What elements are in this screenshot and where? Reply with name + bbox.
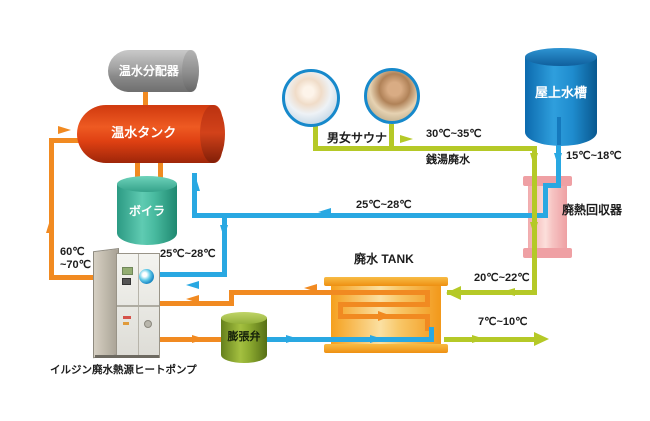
flow-arrow-branch-down — [220, 225, 228, 238]
expansion-valve-label: 膨張弁 — [227, 331, 261, 343]
sauna-label: 男女サウナ — [327, 131, 388, 145]
flow-arrow-to-coil-1 — [286, 335, 299, 343]
coil-vertical-left — [338, 302, 343, 319]
pipe-valve-to-coil — [258, 337, 434, 342]
bath-waste-water-label: 銭湯廃水 — [426, 154, 470, 166]
pipe-waste-to-tank — [447, 290, 537, 295]
flow-arrowhead-discharge — [534, 332, 549, 346]
distributor-end-cap — [182, 50, 199, 92]
pipe-boiler-to-tank-a — [135, 162, 140, 178]
heat-pump-gauge — [144, 320, 152, 328]
flow-arrow-return-left — [304, 284, 317, 292]
pipe-rooftop-jog — [543, 183, 561, 188]
boiler-label: ボイラ — [128, 204, 165, 218]
flow-arrow-main-left — [318, 208, 331, 216]
flow-arrow-into-pump-cold — [186, 281, 199, 289]
boiler: ボイラ — [117, 176, 177, 245]
heat-pump-sticker — [123, 316, 131, 319]
pipe-refrigerant-to-pump — [158, 301, 234, 306]
pipe-hot-supply-riser — [49, 138, 54, 280]
temp-after-recovery: 20℃~22℃ — [474, 272, 530, 284]
hot-water-distributor: 温水分配器 — [108, 50, 199, 92]
distributor-label: 温水分配器 — [118, 64, 179, 78]
pipe-waste-through-recovery — [532, 146, 537, 295]
flow-arrow-waste-down-1 — [530, 153, 538, 166]
coil-vertical-right-1 — [425, 290, 430, 307]
waste-tank-bottom-flange — [324, 344, 448, 353]
flow-arrow-coil — [378, 311, 392, 321]
flow-arrow-to-coil-2 — [370, 335, 383, 343]
hot-water-tank: 温水タンク — [77, 105, 225, 163]
hot-water-tank-label: 温水タンク — [111, 125, 177, 140]
pipe-recovered-to-boiler — [192, 173, 197, 218]
temp-discharge: 7℃~10℃ — [478, 316, 528, 328]
rooftop-tank-top — [525, 48, 597, 66]
pipe-tank-to-distributor — [143, 92, 148, 106]
rooftop-tank-body — [525, 57, 597, 146]
heat-pump-module-divider — [117, 305, 159, 307]
pipe-refrigerant-to-valve — [158, 337, 222, 342]
heat-recovery-bottom-flange — [523, 248, 572, 258]
pipe-recovered-to-pump — [158, 272, 227, 277]
flow-arrowhead-into-waste-tank — [446, 286, 461, 300]
pipe-coil-inlet-stub — [429, 327, 434, 342]
expansion-valve-body — [221, 318, 267, 363]
heat-pump-sticker-2 — [123, 322, 129, 325]
temp-hot-supply-line1: 60℃ — [60, 246, 85, 258]
pipe-sauna-drop-2 — [389, 124, 394, 151]
coil-vertical-right-2 — [425, 314, 430, 331]
pipe-bath-waste-main — [313, 146, 537, 151]
expansion-valve-top — [221, 312, 267, 324]
hot-water-tank-end-cap — [200, 105, 225, 163]
pipe-rooftop-outlet-overlay — [557, 117, 561, 145]
pipe-sauna-drop-1 — [313, 122, 318, 151]
pipe-recovered-branch-down — [222, 213, 227, 272]
boiler-body — [117, 184, 177, 245]
temp-hot-supply: 60℃ ~70℃ — [60, 246, 91, 272]
flow-arrow-discharge — [472, 335, 485, 343]
rooftop-water-tank: 屋上水槽 — [525, 48, 597, 146]
pipe-boiler-to-tank-b — [158, 162, 163, 178]
heat-recovery-top-flange — [523, 176, 572, 186]
heat-pump-unit — [93, 246, 161, 359]
heat-pump-front-panel — [116, 253, 160, 358]
flow-arrow-rooftop-down — [554, 153, 562, 166]
sauna-photo-men — [364, 68, 420, 124]
coil-run-2 — [338, 302, 430, 307]
heat-pump-display — [122, 267, 133, 275]
expansion-valve: 膨張弁 — [221, 312, 267, 363]
heat-recovery-label: 廃熱回収器 — [562, 203, 623, 217]
temp-recovered-main: 25℃~28℃ — [356, 199, 412, 211]
boiler-top — [117, 176, 177, 192]
pipe-hot-supply-from-pump — [49, 275, 98, 280]
flow-arrow-into-pump-hot — [186, 295, 199, 303]
temp-recovered-branch: 25℃~28℃ — [160, 248, 216, 260]
temp-hot-supply-line2: ~70℃ — [60, 259, 92, 272]
waste-tank-label: 廃水 TANK — [354, 252, 414, 266]
pipe-refrigerant-return — [229, 290, 430, 295]
waste-tank-top-flange — [324, 277, 448, 286]
hot-water-tank-body — [77, 105, 222, 163]
flow-arrow-sauna — [400, 135, 413, 143]
flow-arrow-to-valve — [192, 335, 205, 343]
pipe-waste-discharge — [444, 337, 536, 342]
temp-sauna-waste: 30℃~35℃ — [426, 128, 482, 140]
flow-arrow-waste-down-2 — [530, 222, 538, 235]
sauna-photo-women — [282, 69, 340, 127]
flow-arrow-into-tank — [58, 126, 71, 134]
rooftop-tank-label: 屋上水槽 — [534, 85, 587, 100]
heat-pump-logo-icon — [139, 269, 154, 284]
flow-arrow-cold-up — [192, 178, 200, 191]
flow-arrow-waste-left — [502, 288, 515, 296]
flow-arrow-hot-up — [46, 220, 54, 233]
heat-pump-controller — [122, 278, 131, 285]
pipe-into-recovery — [543, 183, 548, 218]
pipe-hot-supply-to-tank — [49, 138, 79, 143]
heat-pump-label: イルジン廃水熱源ヒートポンプ — [50, 364, 197, 376]
heat-pump-base — [95, 355, 159, 358]
pipe-recovered-water-main — [192, 213, 548, 218]
temp-rooftop-supply: 15℃~18℃ — [566, 150, 622, 162]
pipe-refrigerant-return-jog — [229, 290, 234, 306]
